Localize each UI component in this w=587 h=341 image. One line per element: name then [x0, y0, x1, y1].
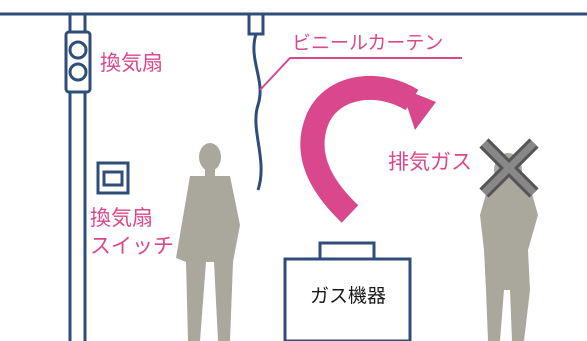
exhaust-gas-label: 排気ガス	[388, 150, 472, 174]
appliance-label: ガス機器	[310, 285, 387, 307]
vinyl-curtain	[247, 12, 265, 191]
curtain-label: ビニールカーテン	[292, 32, 444, 54]
gas-appliance	[283, 241, 412, 341]
cross-mark-icon	[479, 138, 539, 198]
fan-label: 換気扇	[100, 51, 163, 75]
person-silhouette-left	[176, 143, 240, 341]
switch-label-line1: 換気扇	[90, 206, 153, 230]
fan-switch-icon	[96, 161, 130, 195]
curtain-leader-line	[259, 57, 462, 91]
switch-label-line2: スイッチ	[90, 234, 174, 258]
exhaust-flow-arrow	[300, 75, 436, 223]
ventilation-fan-icon	[64, 30, 92, 94]
